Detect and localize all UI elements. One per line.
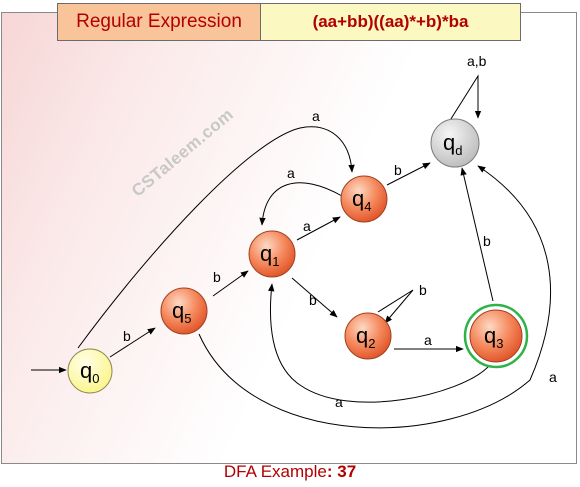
state-q2-sub: 2 [368,336,375,351]
edge-q1-q4 [296,216,341,241]
state-q4: q4 [340,175,388,223]
label-q1-q4: a [303,218,311,234]
state-qd-name: q [443,130,455,155]
svg-text:q1: q1 [260,241,279,269]
transition-labels: b a b a a a b b a a b b a,b [123,53,557,410]
edge-q0-q5 [109,327,156,358]
state-q3: q3 [463,303,529,369]
svg-text:q5: q5 [172,298,191,326]
edge-q5-qd [198,165,551,429]
svg-text:q3: q3 [484,323,503,351]
edge-q5-q1 [212,270,249,297]
state-q5-sub: 5 [184,311,191,326]
label-q3-qd: b [483,233,491,249]
caption: DFA Example: 37 [223,462,357,481]
state-q5-name: q [172,298,184,323]
edge-q4-qd [386,162,431,186]
state-q4-name: q [352,186,364,211]
label-q4-q1: a [287,165,295,181]
state-q0-sub: 0 [92,371,99,386]
svg-text:qd: qd [443,130,462,158]
state-q3-sub: 3 [496,336,503,351]
edge-q3-q1 [268,283,489,403]
state-q0-name: q [80,358,92,383]
label-q3-q1: a [335,394,343,410]
edge-q4-q1 [259,182,343,226]
caption-prefix: DFA Example [223,462,327,481]
label-q5-qd: a [549,369,557,385]
label-q0-q4: a [312,108,320,124]
caption-number: 37 [337,462,357,481]
state-q2-name: q [356,323,368,348]
label-q4-qd: b [394,162,402,178]
svg-text:q2: q2 [356,323,375,351]
state-q2: q2 [344,312,392,360]
label-q1-q2: b [309,292,317,308]
transition-edges [31,74,551,429]
title-bar: Regular Expression (aa+bb)((aa)*+b)*ba [57,3,521,41]
state-q1-sub: 1 [272,254,279,269]
state-q1: q1 [248,230,296,278]
state-q0: q0 [67,348,113,394]
edge-q2-q2 [377,289,414,324]
svg-text:q4: q4 [352,186,371,214]
state-q3-name: q [484,323,496,348]
label-q0-q5: b [123,328,131,344]
state-q5: q5 [160,287,208,335]
edge-q1-q2 [291,277,338,318]
svg-text:q0: q0 [80,358,99,386]
edge-q0-q4 [77,126,355,349]
edge-q3-qd [460,167,494,302]
title-label: Regular Expression [57,3,261,41]
state-q4-sub: 4 [364,199,371,214]
state-qd: qd [430,118,480,168]
label-q5-q1: b [213,269,221,285]
state-q1-name: q [260,241,272,266]
state-qd-sub: d [455,143,462,158]
label-qd-qd: a,b [467,53,487,69]
regex-expression: (aa+bb)((aa)*+b)*ba [261,3,521,41]
label-q2-q3: a [424,332,432,348]
edge-qd-qd [448,74,482,123]
label-q2-q2: b [419,282,427,298]
